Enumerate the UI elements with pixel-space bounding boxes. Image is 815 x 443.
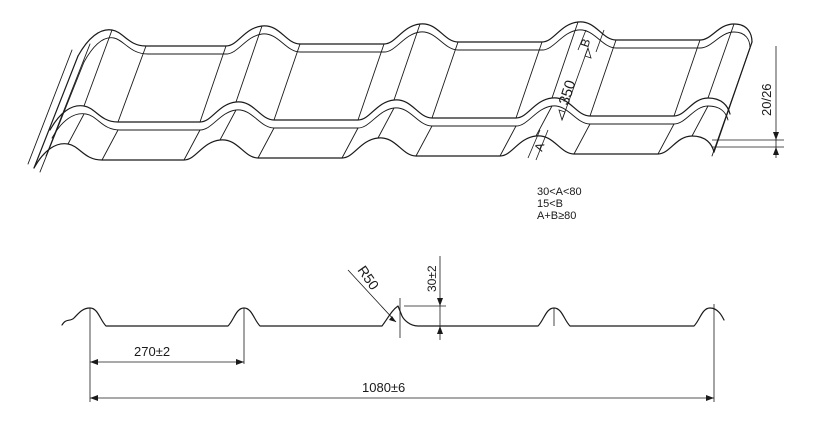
label-a: A	[532, 141, 548, 153]
label-1080: 1080±6	[362, 380, 405, 395]
tile-left-edge-3	[27, 49, 73, 165]
tile-back-edge-inner	[83, 29, 751, 63]
label-r50: R50	[355, 263, 383, 293]
tile-front-edge	[33, 135, 715, 169]
dimension-b: B	[578, 29, 605, 53]
notes-block: 30<A<80 15<B A+B≥80	[537, 186, 582, 222]
dimension-r50: R50	[347, 263, 397, 323]
tile-left-edge-4	[45, 43, 91, 157]
tile-profile: R50 30±2 270±2 1080±6	[61, 256, 725, 402]
tile-diagonal-lines	[67, 21, 735, 161]
tile-right-edge-2	[711, 47, 751, 157]
tile-left-edge	[33, 55, 79, 169]
label-350: 350	[556, 78, 580, 107]
note-line-3: A+B≥80	[537, 210, 577, 222]
label-b: B	[578, 37, 594, 49]
tile-step-line	[49, 97, 731, 131]
dimension-30: 30±2	[404, 256, 446, 340]
label-270: 270±2	[134, 344, 170, 359]
dimension-350: 350	[556, 46, 592, 122]
profile-crest-lines	[89, 298, 715, 402]
dimension-270: 270±2	[90, 344, 244, 365]
note-line-2: 15<B	[537, 198, 563, 210]
dimension-20-26: 20/26	[712, 46, 784, 158]
label-30: 30±2	[425, 265, 439, 292]
dimension-a: A	[527, 129, 549, 161]
note-line-1: 30<A<80	[537, 186, 582, 198]
tile-sheet-isometric: 350 A B 20/26	[27, 21, 784, 173]
label-20-26: 20/26	[759, 83, 774, 116]
profile-wave	[61, 305, 725, 327]
dimension-1080: 1080±6	[90, 380, 714, 401]
